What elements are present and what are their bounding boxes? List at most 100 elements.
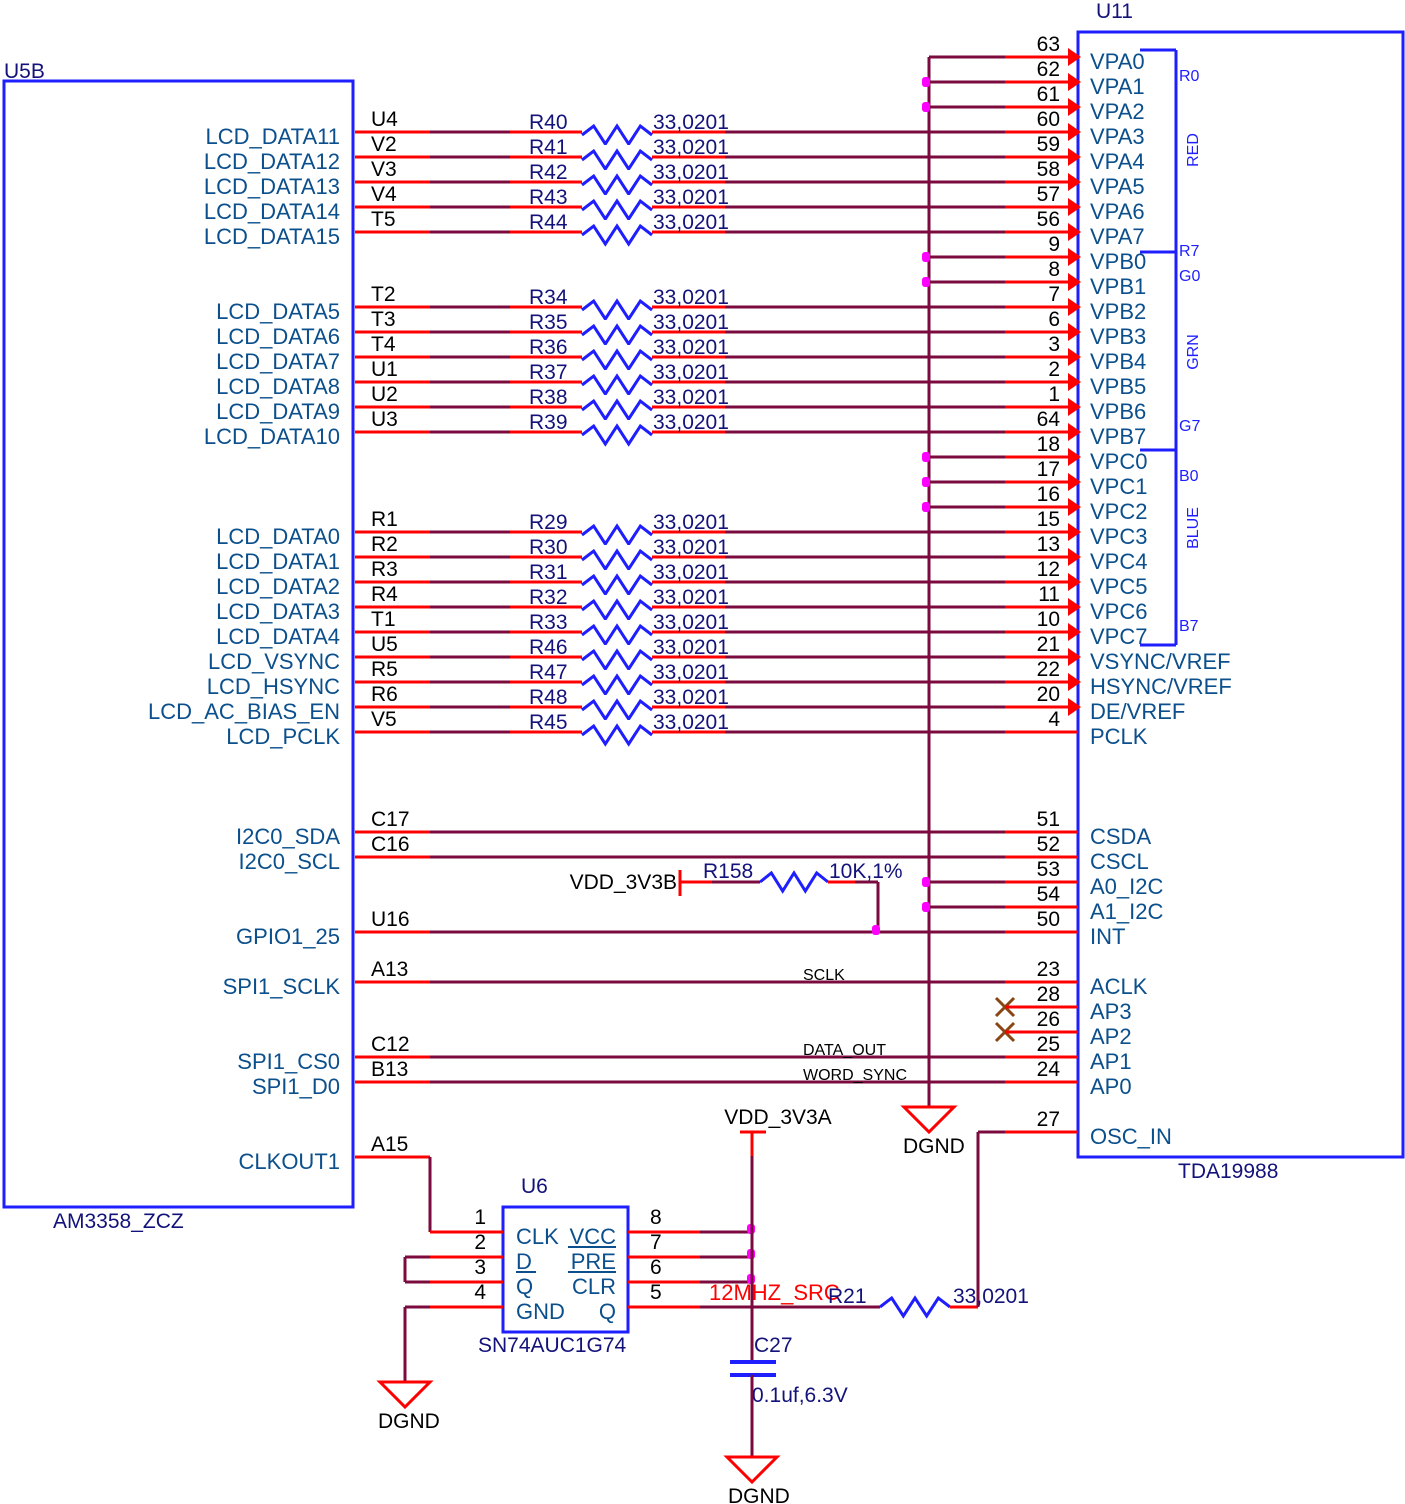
group-label: RED [1185, 133, 1202, 167]
u11-pin-name: VSYNC/VREF [1090, 649, 1231, 674]
u11-pin-name: VPC7 [1090, 624, 1147, 649]
u6-pin-number: 8 [650, 1206, 662, 1229]
junction-dot [922, 877, 930, 887]
u5b-ball-label: R5 [371, 658, 398, 681]
u11-pin-name: VPC2 [1090, 499, 1147, 524]
u11-pin-number: 16 [1037, 483, 1060, 506]
u6-pin-number: 1 [474, 1206, 486, 1229]
resistor-ref: R36 [529, 336, 568, 359]
u11-pin-name: HSYNC/VREF [1090, 674, 1232, 699]
u11-pin-name: VPB3 [1090, 324, 1146, 349]
u11-pin-number: 64 [1037, 408, 1061, 431]
u5b-pin-name: LCD_AC_BIAS_EN [148, 699, 340, 724]
u6-part: SN74AUC1G74 [478, 1334, 627, 1357]
u5b-pin-name: GPIO1_25 [236, 924, 340, 949]
junction-dot [922, 902, 930, 912]
u11-pin-name: INT [1090, 924, 1125, 949]
u11-pin-number: 17 [1037, 458, 1060, 481]
resistor-r158 [759, 870, 829, 894]
input-arrow-icon [1068, 148, 1081, 166]
u11-pin-number: 54 [1037, 883, 1061, 906]
u11-pin-name: CSCL [1090, 849, 1149, 874]
u5b-ball-label: R6 [371, 683, 398, 706]
resistor-value: 33,0201 [653, 661, 729, 684]
group-label: R0 [1179, 68, 1200, 85]
u11-pin-number: 52 [1037, 833, 1060, 856]
dgnd-symbol [900, 1105, 958, 1135]
u6-pin-number: 3 [474, 1256, 486, 1279]
resistor-ref: R38 [529, 386, 568, 409]
input-arrow-icon [1068, 198, 1081, 216]
u5b-pin-name: LCD_PCLK [226, 724, 340, 749]
resistor-zigzag [581, 123, 653, 147]
junction-dot [922, 77, 930, 87]
u5b-pin-name: LCD_DATA7 [216, 349, 340, 374]
u6-pin-name: Q [599, 1299, 616, 1324]
u11-pin-name: VPC6 [1090, 599, 1147, 624]
u5b-pin-name: LCD_DATA8 [216, 374, 340, 399]
input-arrow-icon [1068, 173, 1081, 191]
resistor-zigzag [581, 648, 653, 672]
resistor-ref: R29 [529, 511, 568, 534]
u11-pin-name: VPC3 [1090, 524, 1147, 549]
u5b-ball-label: V2 [371, 133, 397, 156]
input-arrow-icon [1068, 648, 1081, 666]
net-label-word-sync: WORD_SYNC [803, 1067, 907, 1084]
resistor-zigzag [581, 598, 653, 622]
u11-pin-name: VPC4 [1090, 549, 1147, 574]
resistor-ref: R33 [529, 611, 568, 634]
u5b-pin-name: CLKOUT1 [239, 1149, 340, 1174]
input-arrow-icon [1068, 548, 1081, 566]
r21-value: 33,0201 [953, 1285, 1029, 1308]
u5b-pin-name: SPI1_D0 [252, 1074, 340, 1099]
resistor-value: 33,0201 [653, 711, 729, 734]
u5b-pin-name: LCD_DATA2 [216, 574, 340, 599]
resistor-value: 33,0201 [653, 286, 729, 309]
u11-pin-name: VPB5 [1090, 374, 1146, 399]
junction-dot [922, 477, 930, 487]
input-arrow-icon [1068, 123, 1081, 141]
u6-pin-number: 2 [474, 1231, 486, 1254]
input-arrow-icon [1068, 348, 1081, 366]
u11-pin-name: VPA0 [1090, 49, 1145, 74]
u5b-ball-label: U1 [371, 358, 398, 381]
input-arrow-icon [1068, 98, 1081, 116]
u6-pin-name: D [516, 1249, 532, 1274]
u11-pin-name: VPB2 [1090, 299, 1146, 324]
u11-pin-name: VPB7 [1090, 424, 1146, 449]
u11-pin-name: AP1 [1090, 1049, 1132, 1074]
resistor-ref: R45 [529, 711, 568, 734]
u5b-pin-name: LCD_VSYNC [208, 649, 340, 674]
u5b-pin-name: LCD_DATA0 [216, 524, 340, 549]
input-arrow-icon [1068, 498, 1081, 516]
u11-pin-name: A0_I2C [1090, 874, 1163, 899]
u6-pin-number: 7 [650, 1231, 662, 1254]
junction-dot [872, 925, 880, 935]
c27-value: 0.1uf,6.3V [752, 1384, 848, 1407]
u5b-ball-label: R2 [371, 533, 398, 556]
resistor-value: 33,0201 [653, 136, 729, 159]
u11-pin-name: A1_I2C [1090, 899, 1163, 924]
u11-pin-number: 11 [1038, 583, 1060, 606]
u5b-ball-label: V5 [371, 708, 397, 731]
u11-pin-name: CSDA [1090, 824, 1151, 849]
u6-pin-number: 6 [650, 1256, 662, 1279]
input-arrow-icon [1068, 573, 1081, 591]
dgnd-symbol [723, 1455, 781, 1485]
u11-pin-number: 6 [1048, 308, 1060, 331]
u5b-body [2, 79, 355, 1209]
u11-pin-number: 58 [1037, 158, 1060, 181]
u5b-ball-label: U5 [371, 633, 398, 656]
u5b-ball-label: T3 [371, 308, 396, 331]
u5b-pin-name: I2C0_SDA [236, 824, 340, 849]
u5b-ball-label: C12 [371, 1033, 410, 1056]
resistor-ref: R41 [529, 136, 568, 159]
u5b-ref: U5B [4, 60, 45, 83]
u11-pin-name: VPA1 [1090, 74, 1145, 99]
u5b-ball-label: C17 [371, 808, 410, 831]
junction-dot [922, 452, 930, 462]
resistor-ref: R37 [529, 361, 568, 384]
u5b-pin-name: SPI1_CS0 [237, 1049, 340, 1074]
resistor-ref: R44 [529, 211, 568, 234]
resistor-value: 33,0201 [653, 311, 729, 334]
